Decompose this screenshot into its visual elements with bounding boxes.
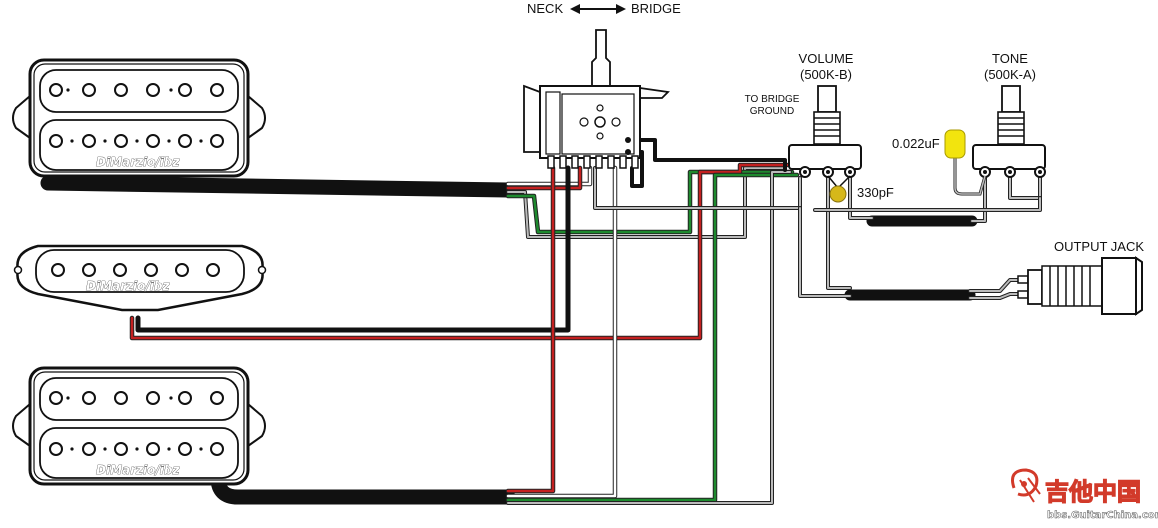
volume-shaft bbox=[817, 85, 837, 113]
tone-value: (500K-A) bbox=[984, 67, 1036, 82]
five-way-switch: NECK BRIDGE bbox=[523, 1, 681, 169]
tone-title: TONE bbox=[992, 51, 1028, 66]
tone-bushing bbox=[997, 111, 1025, 145]
neck-bare-wire bbox=[506, 166, 787, 239]
switch-black-output bbox=[626, 138, 787, 172]
middle-brand-label: DiMarzio/ibz bbox=[86, 279, 170, 293]
neck-mounting-ear-right bbox=[247, 93, 266, 140]
neck-bridge-arrow bbox=[570, 4, 626, 14]
bridge-position-label: BRIDGE bbox=[631, 1, 681, 16]
tone-pot: TONE (500K-A) 0.022uF bbox=[892, 51, 1046, 196]
treble-bleed-label: 330pF bbox=[857, 185, 894, 200]
jack-barrel bbox=[1041, 265, 1103, 307]
neck-bottom-polepieces bbox=[49, 134, 224, 148]
watermark-chinese: 吉他中国 bbox=[1045, 478, 1141, 506]
volume-ground-bus bbox=[798, 206, 852, 298]
switch-lugs bbox=[547, 155, 639, 169]
neck-green-wire bbox=[505, 169, 795, 235]
neck-white-wire bbox=[505, 165, 593, 187]
middle-single-coil: DiMarzio/ibz bbox=[13, 244, 267, 312]
neck-brand-label: DiMarzio/ibz bbox=[96, 155, 180, 169]
bridge-pickup-cable bbox=[210, 470, 516, 505]
volume-title: VOLUME bbox=[799, 51, 854, 66]
neck-position-label: NECK bbox=[527, 1, 563, 16]
tone-body bbox=[972, 144, 1046, 170]
tone-shaft bbox=[1001, 85, 1021, 113]
volume-pot: VOLUME (500K-B) TO BRIDGE GROUND 330pF bbox=[745, 51, 894, 203]
tone-cap-label: 0.022uF bbox=[892, 136, 940, 151]
ground-note-line2: GROUND bbox=[750, 106, 794, 117]
bridge-humbucker: DiMarzio/ibz bbox=[12, 366, 266, 486]
tone-capacitor bbox=[944, 129, 966, 159]
bridge-bottom-polepieces bbox=[49, 442, 224, 456]
output-jack: OUTPUT JACK bbox=[1017, 239, 1144, 316]
treble-bleed-capacitor bbox=[829, 185, 847, 203]
jack-tip-wire bbox=[968, 278, 1022, 293]
site-watermark: 吉他中国 bbs.GuitarChina.com bbox=[1011, 468, 1158, 521]
neck-top-polepieces bbox=[49, 83, 224, 97]
neck-pickup-cable bbox=[40, 175, 516, 198]
neck-mounting-ear-left bbox=[12, 93, 31, 140]
bridge-brand-label: DiMarzio/ibz bbox=[96, 463, 180, 477]
output-jack-label: OUTPUT JACK bbox=[1054, 239, 1144, 254]
volume-bushing bbox=[813, 111, 841, 145]
jack-flange bbox=[1101, 257, 1137, 315]
volume-value: (500K-B) bbox=[800, 67, 852, 82]
bridge-top-polepieces bbox=[49, 391, 224, 405]
tone-lugs bbox=[979, 166, 1046, 178]
watermark-url: bbs.GuitarChina.com bbox=[1047, 510, 1158, 521]
ground-note-line1: TO BRIDGE bbox=[745, 94, 800, 105]
neck-humbucker: DiMarzio/ibz bbox=[12, 58, 266, 178]
wiring-harness bbox=[40, 138, 1042, 505]
middle-polepieces bbox=[51, 263, 220, 277]
watermark-logo bbox=[1011, 468, 1041, 503]
jack-contacts bbox=[1027, 269, 1043, 305]
volume-body bbox=[788, 144, 862, 170]
switch-lever bbox=[591, 29, 611, 91]
middle-black-wire bbox=[135, 165, 571, 333]
